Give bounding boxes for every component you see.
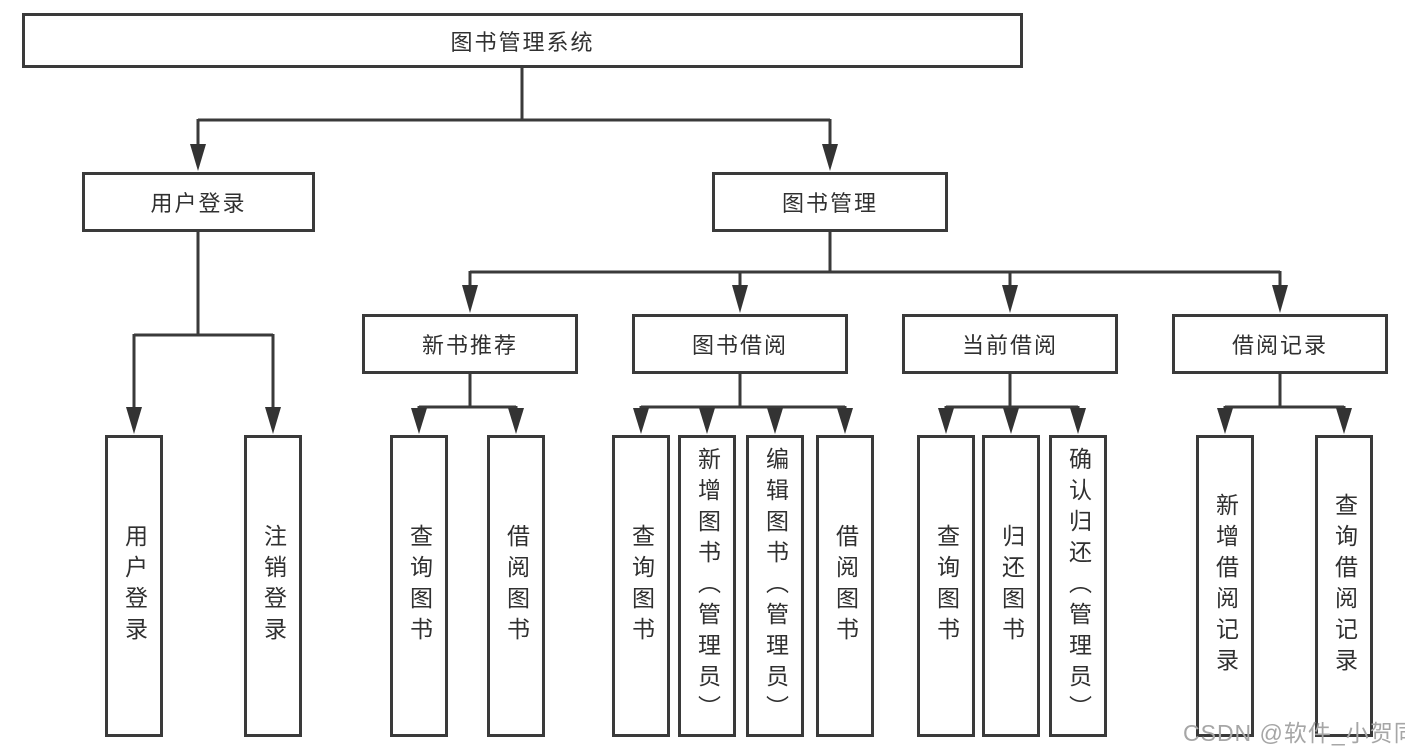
leaf-search-borrow-record: 查询借阅记录 xyxy=(1315,435,1373,737)
leaf-search-books-current: 查询图书 xyxy=(917,435,975,737)
node-user-login: 用户登录 xyxy=(82,172,315,232)
leaf-label: 借阅图书 xyxy=(832,524,859,648)
node-book-management: 图书管理 xyxy=(712,172,948,232)
node-borrow-record: 借阅记录 xyxy=(1172,314,1388,374)
leaf-return-book: 归还图书 xyxy=(982,435,1040,737)
leaf-logout: 注销登录 xyxy=(244,435,302,737)
node-label: 图书管理系统 xyxy=(450,29,595,55)
leaf-label: 编辑图书（管理员） xyxy=(762,446,789,726)
leaf-label: 查询借阅记录 xyxy=(1331,493,1358,679)
leaf-user-login: 用户登录 xyxy=(105,435,163,737)
leaf-search-books-borrow: 查询图书 xyxy=(612,435,670,737)
leaf-label: 查询图书 xyxy=(406,524,433,648)
leaf-borrow-books: 借阅图书 xyxy=(816,435,874,737)
node-label: 借阅记录 xyxy=(1231,333,1328,358)
leaf-label: 新增借阅记录 xyxy=(1212,493,1239,679)
node-label: 图书借阅 xyxy=(691,333,788,358)
node-new-book-recommend: 新书推荐 xyxy=(362,314,578,374)
leaf-edit-book-admin: 编辑图书（管理员） xyxy=(746,435,804,737)
leaf-label: 查询图书 xyxy=(628,524,655,648)
leaf-borrow-books-recommend: 借阅图书 xyxy=(487,435,545,737)
node-label: 新书推荐 xyxy=(421,333,518,358)
node-label: 当前借阅 xyxy=(961,333,1058,358)
leaf-search-books-recommend: 查询图书 xyxy=(390,435,448,737)
leaf-add-borrow-record: 新增借阅记录 xyxy=(1196,435,1254,737)
leaf-label: 确认归还（管理员） xyxy=(1065,446,1092,726)
leaf-add-book-admin: 新增图书（管理员） xyxy=(678,435,736,737)
leaf-label: 用户登录 xyxy=(121,524,148,648)
leaf-label: 查询图书 xyxy=(933,524,960,648)
leaf-label: 借阅图书 xyxy=(503,524,530,648)
leaf-label: 归还图书 xyxy=(998,524,1025,648)
leaf-label: 注销登录 xyxy=(260,524,287,648)
node-label: 用户登录 xyxy=(150,191,247,216)
node-library-management-system: 图书管理系统 xyxy=(22,13,1023,68)
leaf-confirm-return-admin: 确认归还（管理员） xyxy=(1049,435,1107,737)
node-label: 图书管理 xyxy=(781,191,878,216)
node-current-borrow: 当前借阅 xyxy=(902,314,1118,374)
csdn-watermark: CSDN @软件_小贺同学 xyxy=(1183,720,1405,746)
leaf-label: 新增图书（管理员） xyxy=(694,446,721,726)
node-book-borrow: 图书借阅 xyxy=(632,314,848,374)
